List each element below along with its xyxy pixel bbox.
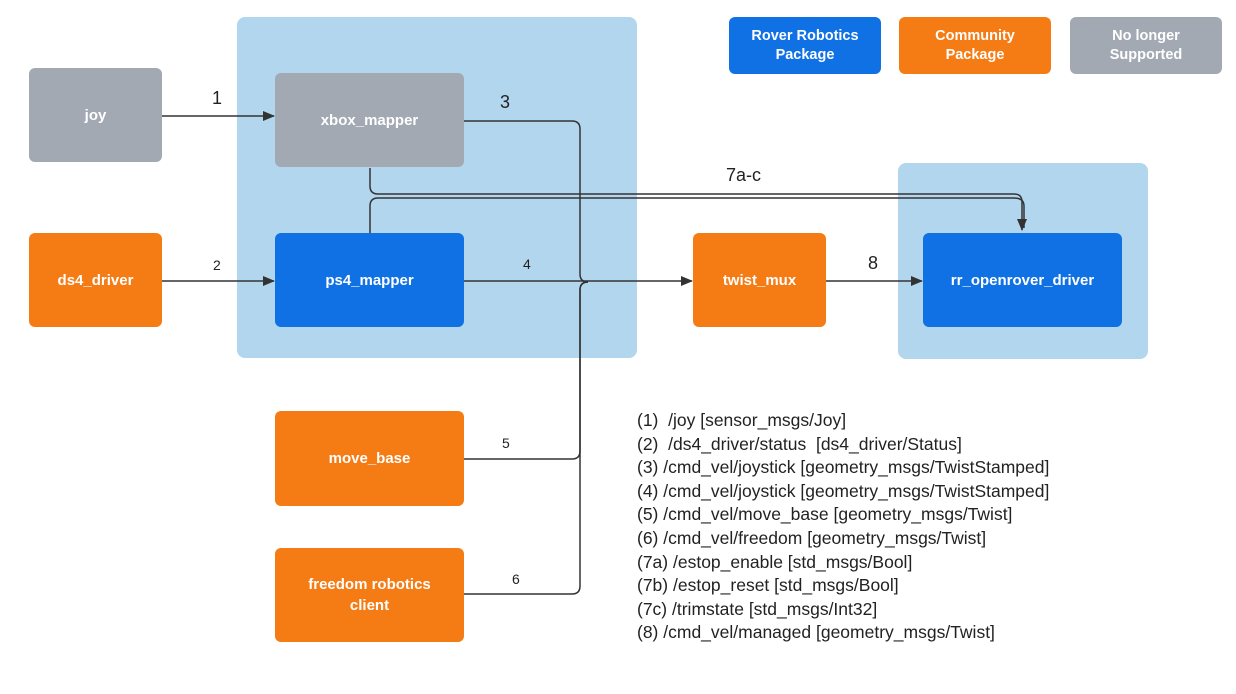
edge-label-7a-c: 7a-c <box>726 165 762 185</box>
topic-item-6: (6) /cmd_vel/freedom [geometry_msgs/Twis… <box>637 527 987 548</box>
edge-7-ps4 <box>369 197 1025 233</box>
node-freedom-robotics-client: freedom robotics client <box>275 548 464 642</box>
node-move-base: move_base <box>275 411 464 506</box>
node-xbox-mapper: xbox_mapper <box>275 73 464 167</box>
edge-7-xbox <box>369 168 1027 231</box>
topic-item-7c: (7c) /trimstate [std_msgs/Int32] <box>637 598 878 619</box>
edge-label-4: 4 <box>523 256 531 272</box>
edge-label-8: 8 <box>868 253 879 273</box>
key-no-longer-supported: No longer Supported <box>1070 17 1222 74</box>
edge-label-3: 3 <box>500 92 511 112</box>
key-rover-robotics-package: Rover Robotics Package <box>729 17 881 74</box>
topic-item-5: (5) /cmd_vel/move_base [geometry_msgs/Tw… <box>637 504 1013 525</box>
edge-label-1: 1 <box>212 88 223 108</box>
edge-6 <box>464 281 589 595</box>
topic-item-3: (3) /cmd_vel/joystick [geometry_msgs/Twi… <box>637 457 1050 478</box>
node-ps4-mapper: ps4_mapper <box>275 233 464 327</box>
topic-list: (1) /joy [sensor_msgs/Joy] (2) /ds4_driv… <box>637 409 1049 645</box>
edge-5 <box>464 281 589 460</box>
topic-item-7b: (7b) /estop_reset [std_msgs/Bool] <box>637 575 899 596</box>
edge-label-6: 6 <box>512 571 520 587</box>
node-ds4-driver: ds4_driver <box>29 233 162 327</box>
key-community-package: Community Package <box>899 17 1051 74</box>
node-joy: joy <box>29 68 162 162</box>
topic-item-1: (1) /joy [sensor_msgs/Joy] <box>637 410 847 430</box>
topic-item-2: (2) /ds4_driver/status [ds4_driver/Statu… <box>637 433 962 454</box>
node-rr-openrover-driver: rr_openrover_driver <box>923 233 1122 327</box>
topic-item-7a: (7a) /estop_enable [std_msgs/Bool] <box>637 551 913 572</box>
topic-item-8: (8) /cmd_vel/managed [geometry_msgs/Twis… <box>637 622 995 643</box>
topic-item-4: (4) /cmd_vel/joystick [geometry_msgs/Twi… <box>637 480 1050 501</box>
edge-label-5: 5 <box>502 435 510 451</box>
edge-label-2: 2 <box>213 257 221 273</box>
node-twist-mux: twist_mux <box>693 233 826 327</box>
